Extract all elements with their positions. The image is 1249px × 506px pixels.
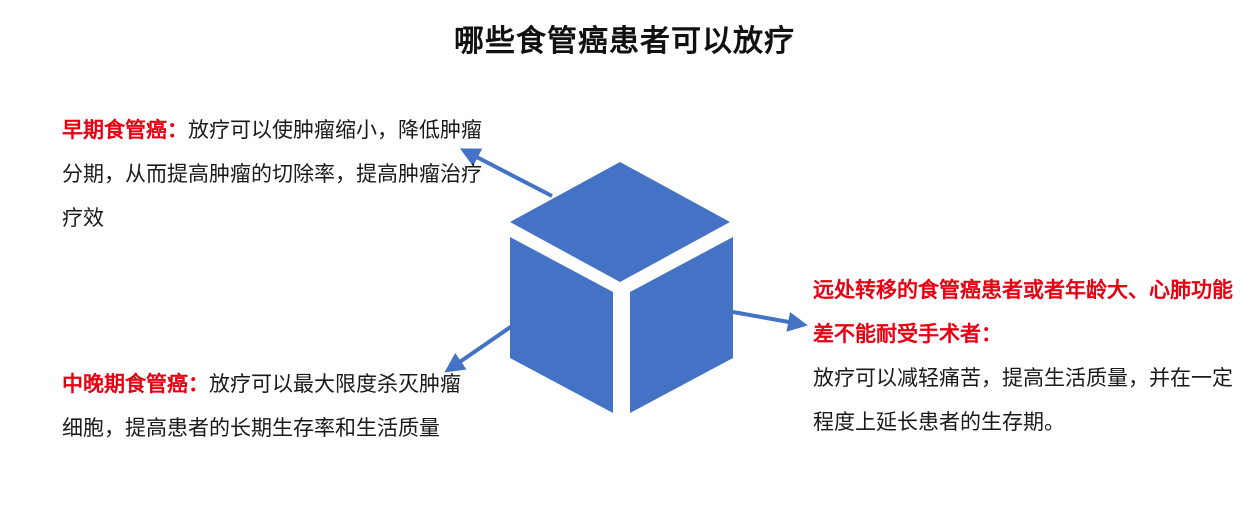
cube-top-face [510,162,730,282]
advanced-stage-body: 放疗可以最大限度杀灭肿瘤细胞，提高患者的长期生存率和生活质量 [62,372,461,440]
arrow-to-metastatic [732,310,808,332]
metastatic-body: 放疗可以减轻痛苦，提高生活质量，并在一定程度上延长患者的生存期。 [813,366,1233,434]
arrow-to-advanced [444,324,514,373]
advanced-stage-label: 中晚期食管癌： [62,372,209,396]
early-stage-body: 放疗可以使肿瘤缩小，降低肿瘤分期，从而提高肿瘤的切除率，提高肿瘤治疗疗效 [62,118,482,230]
metastatic-text: 远处转移的食管癌患者或者年龄大、心肺功能差不能耐受手术者： 放疗可以减轻痛苦，提… [813,268,1233,444]
arrow-to-early [459,148,553,198]
early-stage-text: 早期食管癌：放疗可以使肿瘤缩小，降低肿瘤分期，从而提高肿瘤的切除率，提高肿瘤治疗… [62,108,482,240]
metastatic-label: 远处转移的食管癌患者或者年龄大、心肺功能差不能耐受手术者： [813,278,1233,346]
advanced-stage-text: 中晚期食管癌：放疗可以最大限度杀灭肿瘤细胞，提高患者的长期生存率和生活质量 [62,362,462,450]
early-stage-label: 早期食管癌： [62,118,188,142]
cube-left-face [510,237,613,413]
cube-right-face [630,237,733,413]
page-title: 哪些食管癌患者可以放疗 [454,24,795,59]
